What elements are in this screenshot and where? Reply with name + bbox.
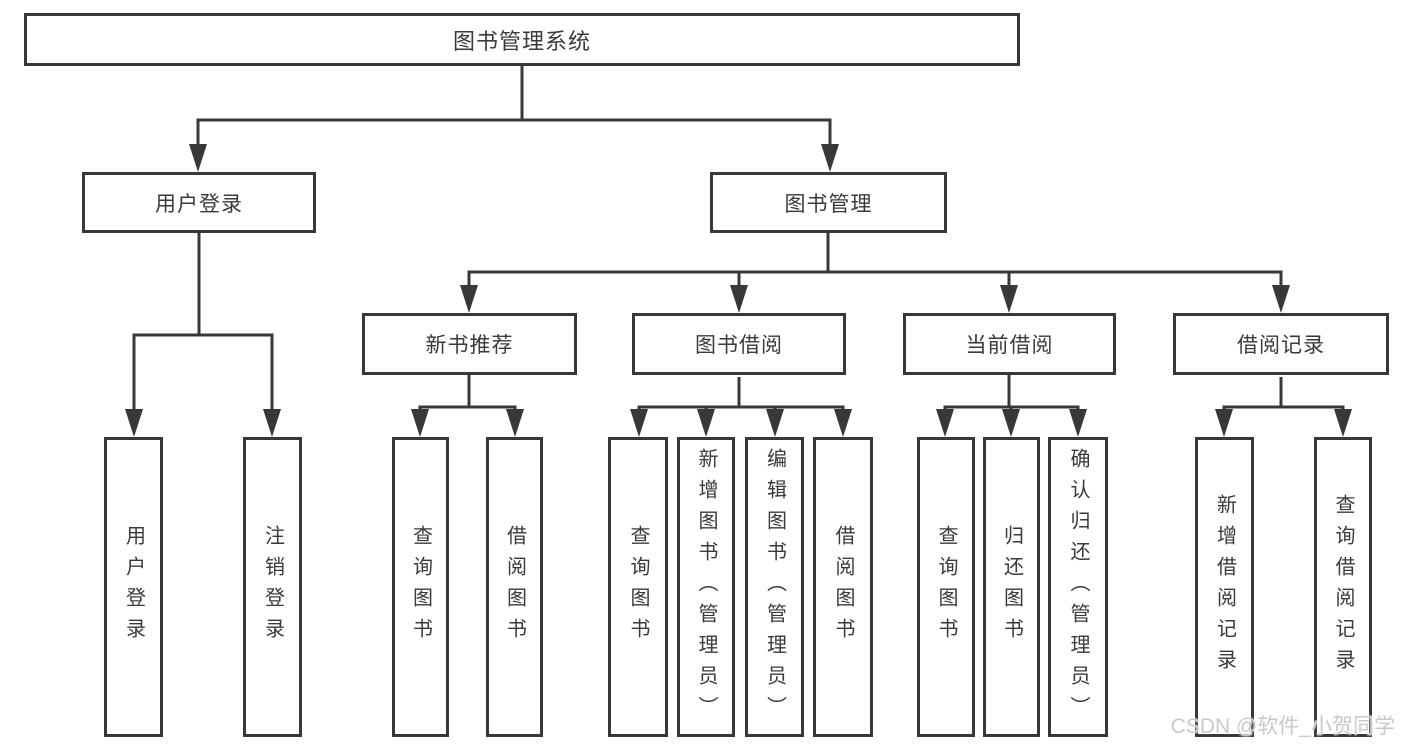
node-label: 归还图书 bbox=[1000, 525, 1023, 649]
leaf-query-books-3: 查询图书 bbox=[917, 437, 975, 737]
node-label: 编辑图书（管理员） bbox=[763, 447, 786, 727]
node-label: 当前借阅 bbox=[965, 334, 1054, 357]
leaf-borrow-books-1: 借阅图书 bbox=[486, 437, 543, 737]
leaf-query-borrow-record: 查询借阅记录 bbox=[1314, 437, 1372, 737]
leaf-return-books: 归还图书 bbox=[983, 437, 1040, 737]
leaf-borrow-books-2: 借阅图书 bbox=[813, 437, 873, 737]
leaf-user-login: 用户登录 bbox=[104, 437, 163, 737]
node-book-borrow: 图书借阅 bbox=[632, 313, 846, 375]
node-book-management: 图书管理 bbox=[710, 172, 947, 233]
leaf-query-books-2: 查询图书 bbox=[608, 437, 668, 737]
node-label: 借阅记录 bbox=[1237, 334, 1325, 357]
node-borrow-records: 借阅记录 bbox=[1173, 313, 1389, 375]
node-current-borrow: 当前借阅 bbox=[903, 313, 1116, 375]
leaf-logout: 注销登录 bbox=[243, 437, 302, 737]
node-label: 查询图书 bbox=[627, 525, 649, 649]
node-label: 图书借阅 bbox=[695, 334, 783, 357]
leaf-query-books-1: 查询图书 bbox=[392, 437, 449, 737]
node-label: 新增借阅记录 bbox=[1213, 494, 1236, 680]
node-label: 借阅图书 bbox=[832, 525, 854, 649]
node-label: 新书推荐 bbox=[425, 334, 514, 357]
node-label: 用户登录 bbox=[155, 192, 243, 216]
node-user-login: 用户登录 bbox=[82, 172, 316, 233]
node-label: 查询借阅记录 bbox=[1332, 494, 1354, 680]
node-label: 查询图书 bbox=[409, 525, 432, 649]
node-label: 用户登录 bbox=[122, 525, 145, 649]
node-label: 确认归还（管理员） bbox=[1067, 447, 1089, 727]
node-label: 查询图书 bbox=[935, 525, 957, 649]
leaf-add-borrow-record: 新增借阅记录 bbox=[1195, 437, 1254, 737]
node-root-system: 图书管理系统 bbox=[24, 13, 1020, 66]
leaf-edit-books-admin: 编辑图书（管理员） bbox=[745, 437, 804, 737]
node-label: 借阅图书 bbox=[503, 525, 526, 649]
node-label: 新增图书（管理员） bbox=[695, 447, 717, 727]
node-label: 图书管理系统 bbox=[452, 28, 591, 54]
node-label: 注销登录 bbox=[261, 525, 284, 649]
leaf-confirm-return-admin: 确认归还（管理员） bbox=[1048, 437, 1108, 737]
leaf-add-books-admin: 新增图书（管理员） bbox=[677, 437, 735, 737]
csdn-watermark: CSDN @软件_小贺同学 bbox=[1170, 715, 1395, 738]
node-new-book-recommend: 新书推荐 bbox=[362, 313, 577, 375]
node-label: 图书管理 bbox=[784, 192, 873, 216]
